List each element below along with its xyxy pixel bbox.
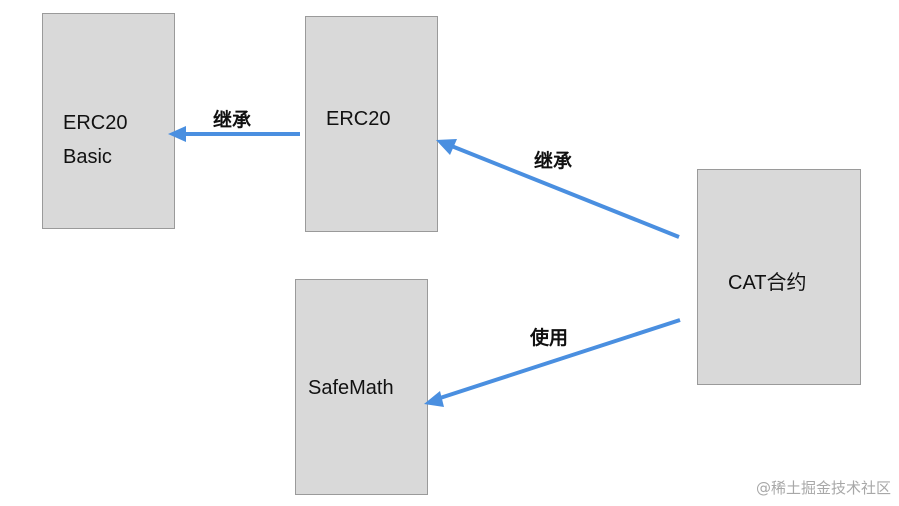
edge-label-inherit-2: 继承: [534, 150, 573, 172]
erc20-label: ERC20: [326, 108, 391, 130]
erc20-node: ERC20: [305, 16, 438, 232]
arrowhead-3: [424, 391, 444, 407]
cat-contract-node: CAT合约: [697, 169, 861, 385]
edge-label-use: 使用: [530, 327, 569, 349]
edge-label-inherit-1: 继承: [213, 109, 252, 131]
arrowhead-1: [168, 126, 186, 142]
safemath-node: SafeMath: [295, 279, 428, 495]
watermark: @稀土掘金技术社区: [755, 479, 891, 497]
use-arrow-cat-to-safemath: [436, 318, 681, 401]
erc20basic-label-line2: Basic: [63, 146, 112, 168]
arrowhead-2: [436, 139, 457, 155]
erc20basic-node: ERC20 Basic: [42, 13, 175, 229]
safemath-label: SafeMath: [308, 377, 394, 399]
erc20basic-label: ERC20 Basic: [63, 106, 127, 174]
cat-contract-label: CAT合约: [728, 272, 807, 294]
inherit-arrow-cat-to-erc20: [448, 143, 680, 239]
erc20basic-label-line1: ERC20: [63, 112, 128, 134]
